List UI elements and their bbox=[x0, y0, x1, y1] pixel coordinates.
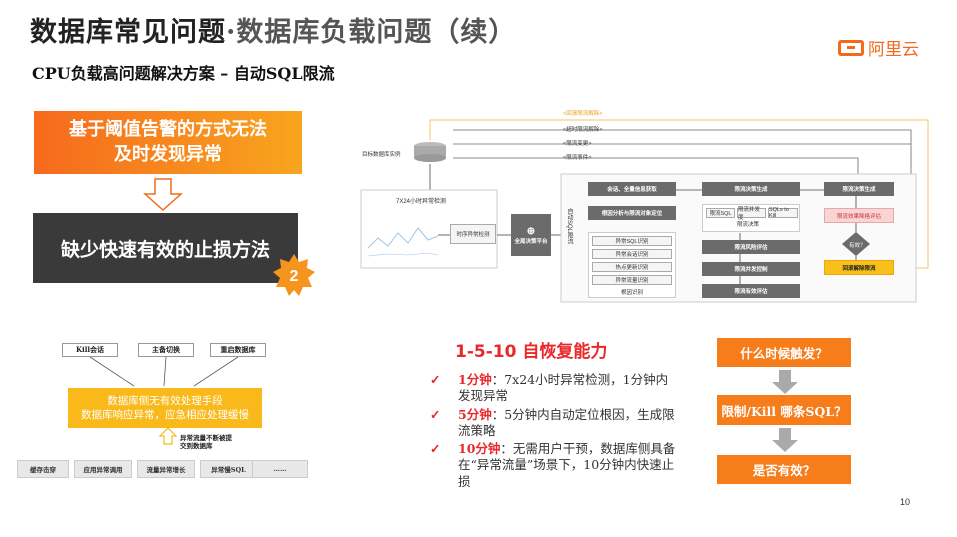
page-number: 10 bbox=[900, 497, 911, 507]
recovery-title: 1-5-10 自恢复能力 bbox=[455, 342, 608, 362]
traffic-note-line1: 异常流量不断被提 bbox=[180, 434, 232, 442]
sub-sql: 限流SQL bbox=[706, 208, 735, 218]
gen-box: 限流决策生成 bbox=[824, 182, 894, 196]
cause-more: …… bbox=[252, 460, 308, 478]
title-separator: · bbox=[226, 17, 237, 48]
risk-box: 限流风险评估 bbox=[702, 240, 800, 254]
no-remedy-line1: 数据库侧无有效处理手段 bbox=[107, 394, 223, 407]
platform-label: 全局决策平台 bbox=[514, 238, 548, 245]
no-remedy-line2: 数据库响应异常，应急相应处理缓慢 bbox=[81, 409, 249, 421]
bl-connectors bbox=[89, 356, 239, 445]
detect-box: 时序异常检测 bbox=[450, 224, 496, 244]
problem-box-mitigation: 缺少快速有效的止损方法 bbox=[33, 213, 298, 283]
exec-box: 限流并发控制 bbox=[702, 262, 800, 276]
question-which-sql: 限制/Kill 哪条SQL？ bbox=[717, 395, 851, 425]
diagram-top-label: <回滚限流解除> bbox=[563, 111, 603, 117]
loop-event: <限流事件> bbox=[563, 155, 592, 161]
detect-title: 7X24小时异常检测 bbox=[396, 199, 447, 205]
rootcause-list: 异常SQL识别 异常会话识别 热点更新识别 异常流量识别 根因识别 bbox=[588, 232, 676, 298]
failover-box: 主备切换 bbox=[138, 343, 194, 357]
kill-session-box: Kill会话 bbox=[62, 343, 118, 357]
list-item: ✓ 5分钟：5分钟内自动定位根因，生成限流策略 bbox=[430, 407, 680, 440]
cause-app-call: 应用异常调用 bbox=[74, 460, 132, 478]
arrow-down-icon bbox=[772, 370, 798, 394]
page-title: 数据库常见问题·数据库负载问题（续） bbox=[30, 10, 516, 49]
global-platform: ⊕ 全局决策平台 bbox=[511, 214, 551, 256]
sql-throttle-diagram: <回滚限流解除> <超时限流解除> <限流变更> <限流事件> 目标数据库实例 … bbox=[358, 108, 932, 308]
item-tag: 5分钟 bbox=[458, 406, 492, 422]
restart-db-box: 重启数据库 bbox=[210, 343, 266, 357]
item-text: ：无需用户干预，数据库侧具备在“异常流量”场景下，10分钟内快速止损 bbox=[458, 441, 676, 489]
problem-box-detection: 基于阈值告警的方式无法及时发现异常 bbox=[34, 111, 302, 174]
sub-kill: SQLs to Kill bbox=[768, 207, 798, 219]
collect-box: 会话、全量信息获取 bbox=[588, 182, 676, 196]
logo-text: 阿里云 bbox=[868, 40, 919, 59]
item-tag: 10分钟 bbox=[458, 441, 501, 456]
no-remedy-box: 数据库侧无有效处理手段 数据库响应异常，应急相应处理缓慢 bbox=[68, 388, 262, 428]
question-when: 什么时候触发？ bbox=[717, 338, 851, 367]
decision-detail-label: 限流决策 bbox=[737, 222, 760, 228]
aliyun-logo-icon bbox=[838, 39, 864, 56]
star-badge-icon: 2 bbox=[273, 254, 315, 296]
item-hotspot: 热点更新识别 bbox=[592, 262, 672, 272]
item-sql: 异常SQL识别 bbox=[592, 236, 672, 246]
list-item: ✓ 10分钟：无需用户干预，数据库侧具备在“异常流量”场景下，10分钟内快速止损 bbox=[430, 441, 680, 490]
diamond-label: 有效？ bbox=[849, 243, 866, 249]
rollback-box: 回滚解除限流 bbox=[824, 260, 894, 275]
vertical-label: 自动SQL限流 bbox=[566, 208, 572, 245]
cause-cache: 缓存击穿 bbox=[17, 460, 69, 478]
traffic-note: 异常流量不断被提 交到数据库 bbox=[180, 434, 232, 451]
post-eval-box: 限流效果降格评估 bbox=[824, 208, 894, 223]
loop-change: <限流变更> bbox=[563, 141, 592, 147]
decision-detail: 限流SQL 限流并发度 SQLs to Kill 限流决策 bbox=[702, 204, 800, 232]
decision-box: 限流决策生成 bbox=[702, 182, 800, 196]
cause-traffic: 流量异常增长 bbox=[137, 460, 195, 478]
badge-two: 2 bbox=[272, 253, 316, 297]
arrow-down-icon bbox=[772, 428, 798, 452]
item-traffic: 异常流量识别 bbox=[592, 275, 672, 285]
check-icon: ✓ bbox=[430, 372, 441, 387]
target-db-label: 目标数据库实例 bbox=[362, 152, 401, 158]
aliyun-logo: 阿里云 bbox=[838, 35, 919, 60]
item-text: ：5分钟内自动定位根因，生成限流策略 bbox=[458, 406, 675, 438]
item-session: 异常会话识别 bbox=[592, 249, 672, 259]
sub-concurrency: 限流并发度 bbox=[737, 207, 766, 221]
check-icon: ✓ bbox=[430, 441, 441, 456]
question-effective: 是否有效？ bbox=[717, 455, 851, 484]
title-main: 数据库常见问题 bbox=[30, 17, 226, 48]
rootcause-box: 根因分析与限流对象定位 bbox=[588, 206, 676, 220]
list-item: ✓ 1分钟：7x24小时异常检测，1分钟内发现异常 bbox=[430, 372, 680, 405]
traffic-note-line2: 交到数据库 bbox=[180, 442, 213, 451]
arrow-down-icon bbox=[143, 178, 183, 212]
badge-number: 2 bbox=[290, 268, 299, 285]
cause-slow-sql: 异常慢SQL bbox=[200, 460, 257, 478]
recovery-list: ✓ 1分钟：7x24小时异常检测，1分钟内发现异常 ✓ 5分钟：5分钟内自动定位根因… bbox=[430, 372, 680, 492]
item-text: ：7x24小时异常检测，1分钟内发现异常 bbox=[458, 372, 669, 404]
item-tag: 1分钟 bbox=[458, 372, 492, 387]
effect-box: 限流有效评估 bbox=[702, 284, 800, 298]
bottom-left-diagram: Kill会话 主备切换 重启数据库 数据库侧无有效处理手段 数据库响应异常，应急… bbox=[14, 336, 324, 486]
loop-timeout: <超时限流解除> bbox=[563, 127, 603, 133]
item-rootcause: 根因识别 bbox=[620, 290, 643, 296]
page-subtitle: CPU负载高问题解决方案 – 自动SQL限流 bbox=[32, 64, 335, 83]
globe-icon: ⊕ bbox=[526, 225, 536, 237]
check-icon: ✓ bbox=[430, 406, 441, 422]
title-sub: 数据库负载问题（续） bbox=[236, 17, 517, 48]
